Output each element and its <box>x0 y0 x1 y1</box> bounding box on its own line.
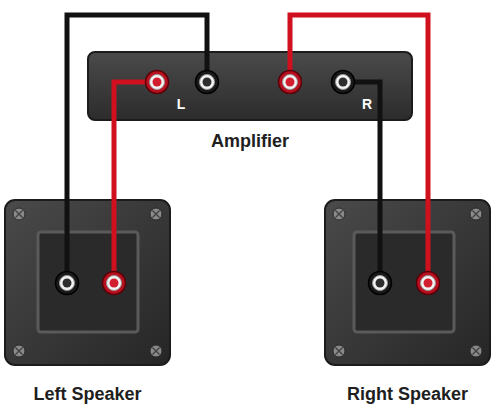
right-speaker-body <box>325 200 490 365</box>
terminal-recess <box>38 232 138 332</box>
red-terminal <box>417 272 440 295</box>
black-terminal <box>196 71 219 94</box>
screw <box>150 208 162 220</box>
right-speaker-node: Right Speaker <box>325 200 490 365</box>
left-speaker-node: Left Speaker <box>5 200 170 365</box>
speaker-plate <box>325 200 490 365</box>
screw <box>13 208 25 220</box>
black-terminal <box>369 272 392 295</box>
screw <box>13 345 25 357</box>
channel-label: L <box>177 96 186 112</box>
right-speaker-title: Right Speaker <box>347 384 468 405</box>
channel-label: R <box>362 96 372 112</box>
screw <box>333 208 345 220</box>
speaker-wire <box>290 15 428 283</box>
left-speaker-title: Left Speaker <box>33 384 141 405</box>
red-terminal <box>146 71 169 94</box>
speaker-wire <box>343 82 380 283</box>
speaker-plate <box>5 200 170 365</box>
red-terminal <box>279 71 302 94</box>
speaker-wire <box>114 82 157 283</box>
terminal-recess <box>354 232 454 332</box>
red-terminal <box>103 272 126 295</box>
screw <box>470 345 482 357</box>
black-terminal <box>332 71 355 94</box>
left-speaker-body <box>5 200 170 365</box>
screw <box>150 345 162 357</box>
amplifier-panel <box>88 52 412 120</box>
amplifier-title: Amplifier <box>211 131 289 152</box>
screw <box>333 345 345 357</box>
screw <box>470 208 482 220</box>
black-terminal <box>56 272 79 295</box>
speaker-wire <box>67 15 207 283</box>
